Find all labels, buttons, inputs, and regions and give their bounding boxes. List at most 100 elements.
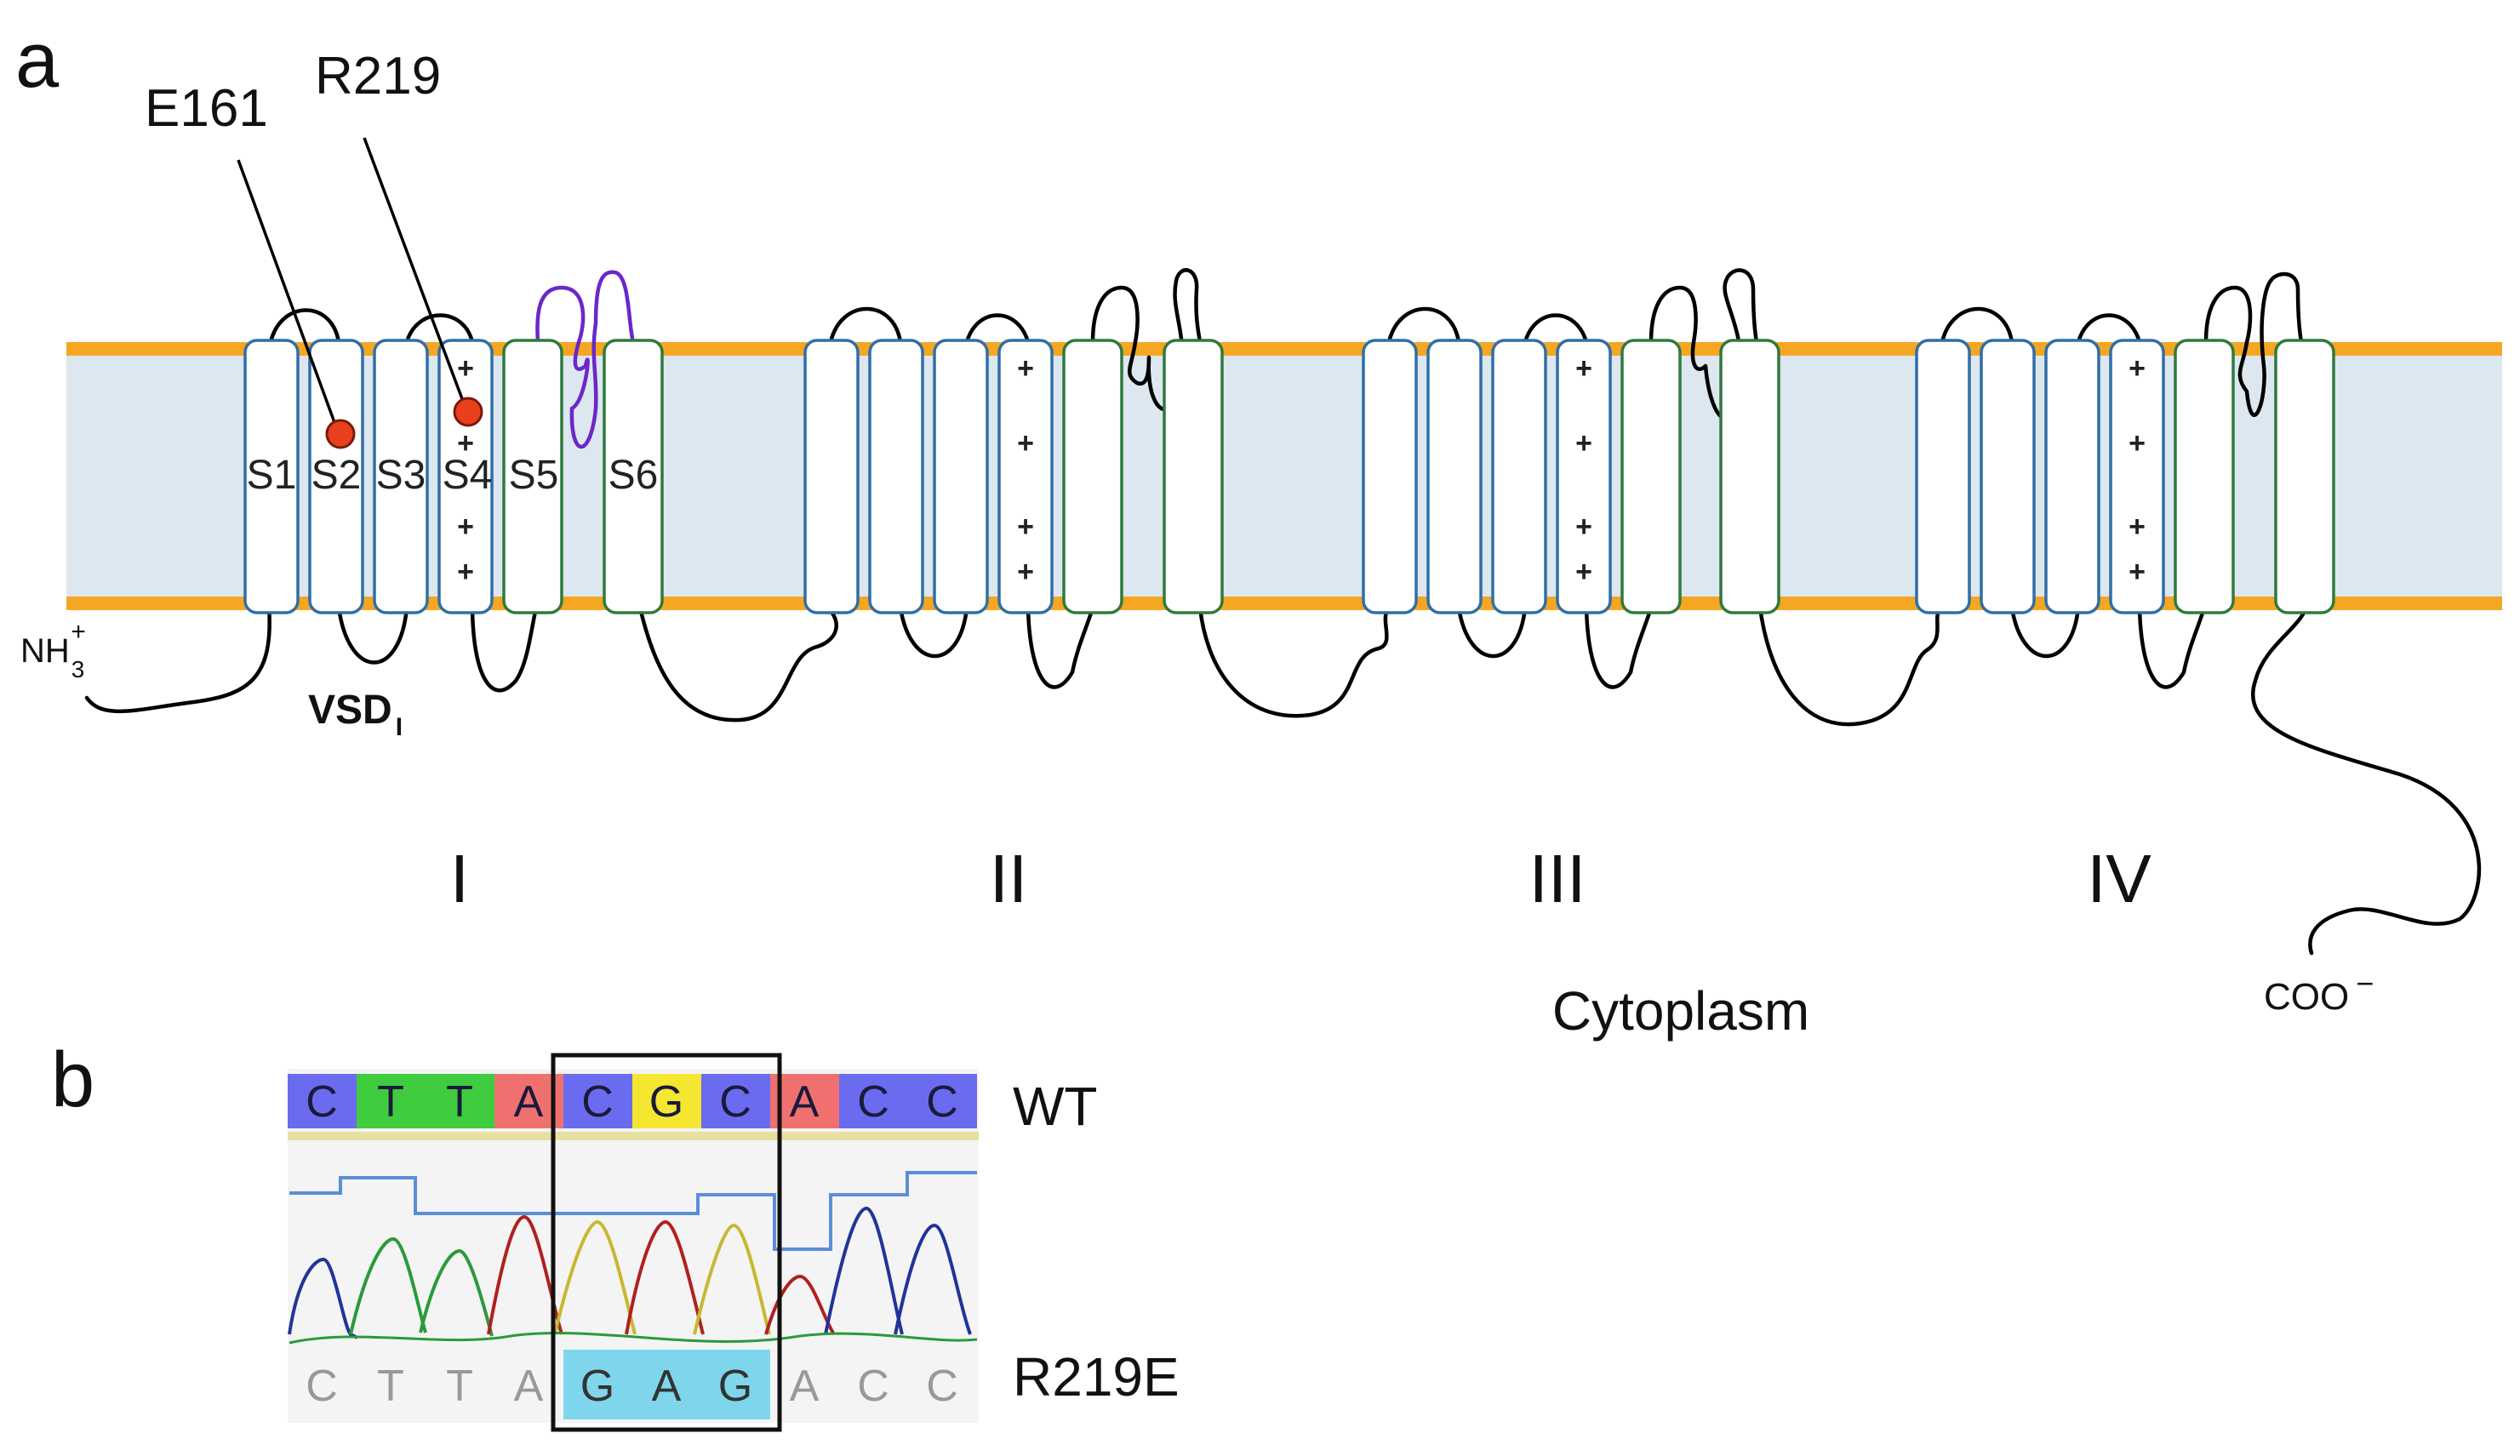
loop-ii-s3-s4 <box>964 313 1031 345</box>
r219-site <box>453 397 483 427</box>
wt-base: C <box>719 1077 751 1127</box>
mut-base: T <box>377 1362 404 1411</box>
quality-trace <box>289 1171 977 1251</box>
loop-i-ii-linker <box>637 605 838 722</box>
c-terminus-label: COO− <box>2264 966 2374 1018</box>
membrane-outer-leaflet <box>66 342 2502 356</box>
wt-base: T <box>446 1077 473 1127</box>
helix-iv-s5 <box>2174 339 2235 614</box>
helix-iv-s6 <box>2274 339 2335 614</box>
helix-iii-s1 <box>1362 339 1418 614</box>
wt-base-box <box>563 1074 632 1128</box>
p-loop-domain-ii <box>1090 268 1203 412</box>
helix-iii-s2 <box>1426 339 1483 614</box>
mutant-sequence-track: C T T A G A G A C C <box>306 1362 958 1411</box>
helix-iii-s5 <box>1620 339 1682 614</box>
domain-label-iii: III <box>1529 841 1586 916</box>
domain-label-ii: II <box>990 841 1027 916</box>
mut-base: C <box>926 1362 958 1411</box>
segment-label-s4: S4 <box>443 453 493 498</box>
iii-s4-charge-1: + <box>1575 352 1592 385</box>
c-terminal-tail <box>2251 605 2482 956</box>
s4-charge-2: + <box>457 427 474 460</box>
wt-base-box <box>426 1074 494 1128</box>
n-terminus-label: NH3+ <box>20 618 86 682</box>
helix-iv-s3 <box>2044 339 2100 614</box>
wt-base: A <box>514 1077 544 1127</box>
p-loop-domain-iv <box>2203 271 2304 417</box>
domain-iii: + + + + <box>1362 268 1943 727</box>
iv-s4-charge-1: + <box>2129 352 2146 385</box>
wt-sequence-track: C T T A C G C A C C <box>288 1074 977 1128</box>
helix-i-s2 <box>308 339 364 614</box>
helix-ii-s6 <box>1163 339 1224 614</box>
trace-peak-c <box>824 1206 904 1335</box>
domain-i-helices: + + + + S1 S2 S3 S4 S5 S6 <box>243 339 664 614</box>
trace-baseline <box>289 1332 978 1345</box>
wt-base: A <box>790 1077 820 1127</box>
domain-label-iv: IV <box>2087 841 2151 916</box>
segment-label-s3: S3 <box>376 453 426 498</box>
loop-iv-s4-s5 <box>2137 605 2207 689</box>
iv-s4-charge-3: + <box>2129 511 2146 543</box>
helix-iii-s3 <box>1491 339 1547 614</box>
loop-ii-s4-s5 <box>1026 605 1095 689</box>
panel-b-label: b <box>51 1036 94 1123</box>
loop-iii-iv-linker <box>1757 605 1943 727</box>
loop-ii-s2-s3 <box>898 605 969 658</box>
domain-iv: + + + + <box>1915 271 2482 956</box>
helix-ii-s4 <box>997 339 1054 614</box>
mut-base: A <box>514 1362 544 1411</box>
iv-s4-charge-2: + <box>2129 427 2146 460</box>
mut-base: C <box>857 1362 889 1411</box>
ii-s4-charge-2: + <box>1017 427 1034 460</box>
loop-i-s2-s3-intracellular <box>336 605 409 665</box>
mut-base: T <box>446 1362 473 1411</box>
e161-site <box>325 419 356 449</box>
wt-base-box <box>632 1074 701 1128</box>
loop-ii-s1-s2 <box>828 306 903 345</box>
cytoplasm-label: Cytoplasm <box>1552 980 1809 1042</box>
loop-i-s1-s2-extracellular <box>268 308 341 345</box>
trace-peak-a <box>625 1219 705 1335</box>
helix-iv-s1 <box>1915 339 1971 614</box>
domain-label-i: I <box>450 841 469 916</box>
n-terminal-tail <box>84 603 271 713</box>
helix-ii-s2 <box>868 339 924 614</box>
loop-iii-s4-s5 <box>1584 605 1654 689</box>
s4-charge-3: + <box>457 511 474 543</box>
p-loop-domain-i <box>535 270 636 448</box>
wt-label: WT <box>1013 1076 1098 1137</box>
iii-s4-charge-2: + <box>1575 427 1592 460</box>
sequence-divider <box>288 1132 979 1140</box>
helix-i-s5 <box>502 339 563 614</box>
mut-base: G <box>580 1362 614 1411</box>
wt-base: G <box>649 1077 683 1127</box>
membrane-inner-leaflet <box>66 597 2502 610</box>
trace-peak-g <box>553 1219 637 1335</box>
loop-iv-s3-s4 <box>2076 313 2142 345</box>
e161-leader-line <box>237 159 340 435</box>
loop-i-s4-s5-linker <box>470 605 539 693</box>
trace-peak-t <box>349 1236 427 1335</box>
r219e-label: R219E <box>1013 1346 1180 1407</box>
wt-base: T <box>377 1077 404 1127</box>
loop-iii-s3-s4 <box>1523 313 1589 345</box>
helix-ii-s1 <box>803 339 860 614</box>
helix-iv-s4 <box>2109 339 2165 614</box>
mut-base: A <box>652 1362 682 1411</box>
ii-s4-charge-4: + <box>1017 556 1034 588</box>
wt-base: C <box>926 1077 958 1127</box>
segment-label-s1: S1 <box>247 453 297 498</box>
mutation-highlight <box>563 1350 770 1419</box>
helix-i-s3 <box>373 339 429 614</box>
loop-iii-s2-s3 <box>1456 605 1528 658</box>
helix-iii-s4 <box>1556 339 1612 614</box>
trace-peak-a <box>487 1214 563 1335</box>
loop-iv-s1-s2 <box>1940 306 2014 345</box>
wt-base-box <box>701 1074 770 1128</box>
r219-label: R219 <box>315 47 441 106</box>
helix-ii-s5 <box>1062 339 1123 614</box>
